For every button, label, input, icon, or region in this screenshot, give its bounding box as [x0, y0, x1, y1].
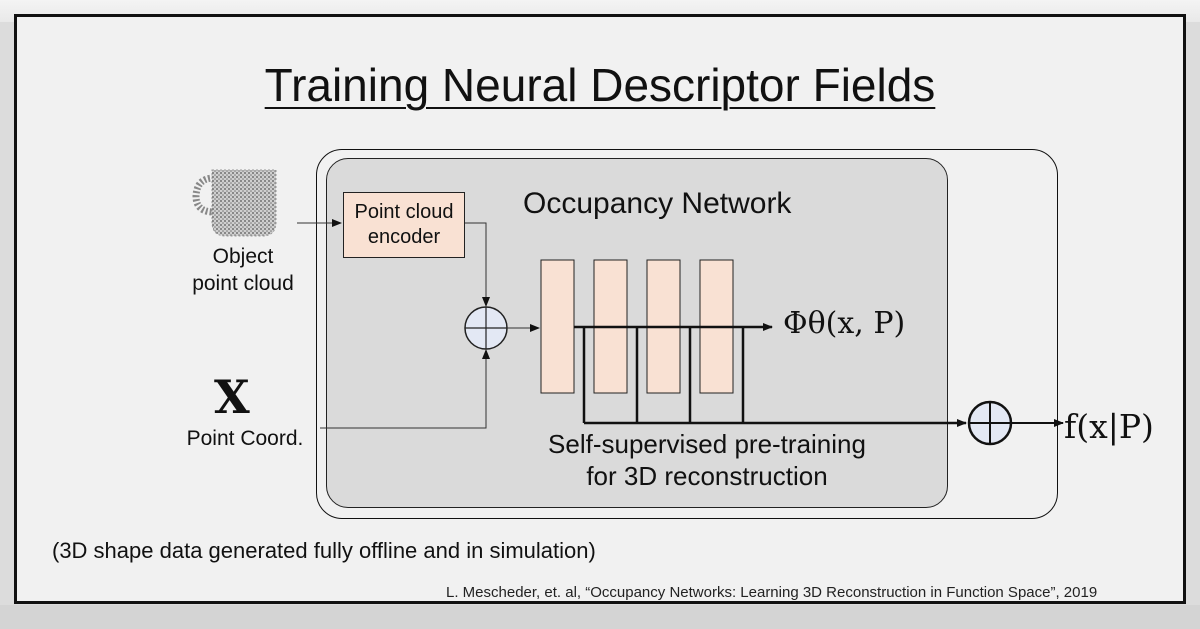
occupancy-network-title: Occupancy Network: [523, 187, 792, 220]
circle-plus-icon: [464, 306, 508, 350]
encoder-label-line2: encoder: [367, 226, 441, 248]
pretraining-line2: for 3D reconstruction: [586, 461, 828, 491]
network-layer-1: [540, 259, 575, 394]
encoder-label-line1: Point cloud: [354, 201, 454, 223]
object-label-line2: point cloud: [192, 272, 294, 295]
offline-data-note: (3D shape data generated fully offline a…: [52, 538, 596, 563]
point-cloud-mug-icon: [192, 169, 277, 237]
pretraining-line1: Self-supervised pre-training: [548, 429, 866, 459]
occupancy-output-formula: Φθ(x, P): [783, 306, 906, 341]
page-background-bottom: [0, 605, 1200, 629]
citation: L. Mescheder, et. al, “Occupancy Network…: [446, 584, 1098, 601]
pretraining-caption: Self-supervised pre-training for 3D reco…: [512, 428, 902, 492]
activation-taps: [582, 327, 745, 423]
object-point-cloud-label: Object point cloud: [175, 243, 311, 297]
point-coord-symbol: X: [214, 370, 250, 424]
concat-circle-plus-icon: [967, 400, 1013, 446]
ndf-outer-box: [316, 149, 1058, 519]
slide-title: Training Neural Descriptor Fields: [264, 59, 936, 111]
point-cloud-encoder-block: Point cloud encoder: [343, 192, 465, 258]
descriptor-output-formula: f(x|P): [1064, 407, 1154, 446]
object-label-line1: Object: [212, 245, 274, 268]
arrow-encoder-to-sum: [465, 222, 490, 307]
point-coord-label: Point Coord.: [186, 427, 304, 450]
arrow-coord-to-sum: [320, 349, 490, 429]
